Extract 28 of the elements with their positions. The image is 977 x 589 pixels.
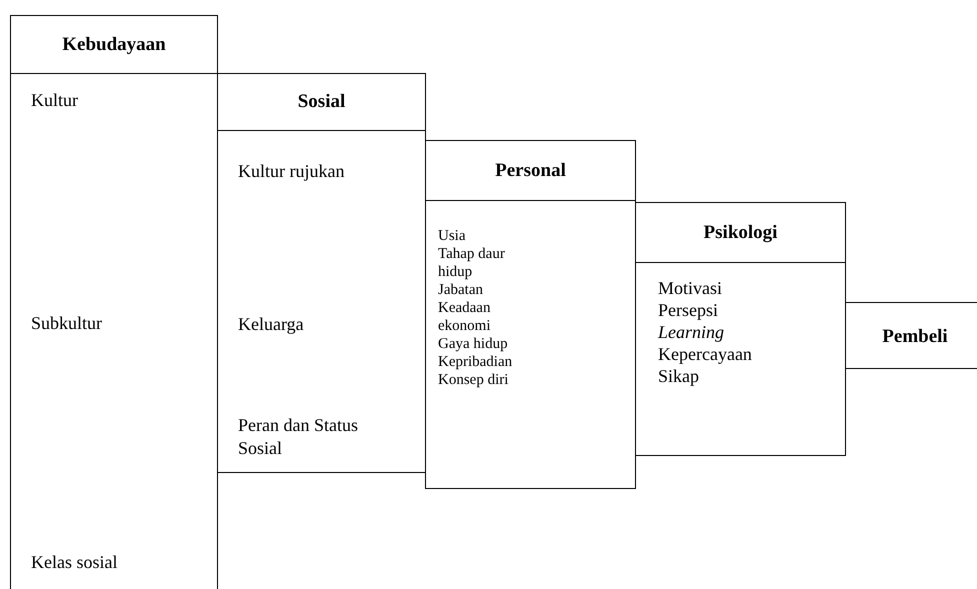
- column-heading: Kebudayaan: [11, 16, 217, 74]
- column-box: [217, 73, 426, 473]
- list-item: Motivasi: [658, 277, 724, 299]
- list-item: Keadaan ekonomi: [438, 299, 492, 335]
- list-item: Kelas sosial: [31, 551, 118, 574]
- list-item: Learning: [658, 321, 726, 343]
- list-item: Persepsi: [658, 299, 719, 321]
- list-item: Konsep diri: [438, 371, 510, 389]
- column-box: [10, 15, 218, 589]
- list-item: Sikap: [658, 365, 700, 387]
- column-box: [425, 140, 636, 489]
- list-item: Gaya hidup: [438, 335, 509, 353]
- column-heading: Psikologi: [636, 203, 845, 263]
- column-heading: Personal: [426, 141, 635, 201]
- list-item: Jabatan: [438, 281, 484, 299]
- list-item: Peran dan Status Sosial: [238, 414, 358, 460]
- list-item: Kultur rujukan: [238, 160, 344, 183]
- column-box: [635, 202, 846, 456]
- list-item: Tahap daur hidup: [438, 245, 506, 281]
- list-item: Kepribadian: [438, 353, 514, 371]
- column-heading: Sosial: [218, 74, 425, 131]
- list-item: Subkultur: [31, 312, 102, 335]
- list-item: Kultur: [31, 89, 78, 112]
- list-item: Kepercayaan: [658, 343, 753, 365]
- column-heading: Pembeli: [881, 324, 949, 348]
- column-box: [845, 302, 977, 369]
- list-item: Keluarga: [238, 313, 304, 336]
- list-item: Usia: [438, 227, 466, 245]
